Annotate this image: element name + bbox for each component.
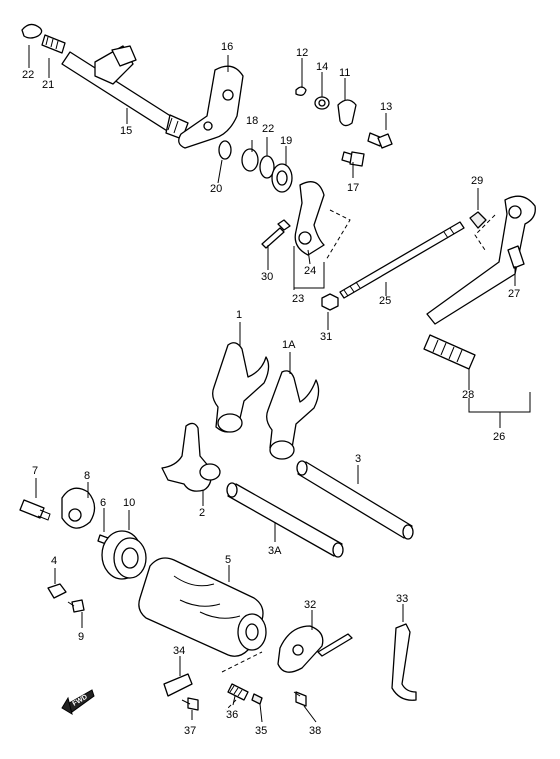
label-3a: 3A xyxy=(268,545,282,557)
label-21: 21 xyxy=(42,79,54,91)
label-27: 27 xyxy=(508,288,520,300)
label-37: 37 xyxy=(184,725,196,737)
clip-34 xyxy=(163,673,193,697)
label-14: 14 xyxy=(316,61,328,73)
label-8: 8 xyxy=(84,470,90,482)
label-19: 19 xyxy=(280,135,292,147)
label-31: 31 xyxy=(320,331,332,343)
label-29: 29 xyxy=(471,175,483,187)
bolt-30-nut-31 xyxy=(261,219,339,311)
label-22a: 22 xyxy=(22,69,34,81)
bearing-10 xyxy=(101,530,147,580)
leader-lines xyxy=(28,45,531,723)
label-11: 11 xyxy=(339,67,350,79)
gearshift-rod xyxy=(339,221,465,299)
gearshift-cam-stopper xyxy=(19,487,109,545)
label-32: 32 xyxy=(304,599,316,611)
label-22b: 22 xyxy=(262,123,274,135)
label-9: 9 xyxy=(78,631,84,643)
label-38: 38 xyxy=(309,725,321,737)
label-4: 4 xyxy=(51,555,57,567)
shift-arm xyxy=(178,65,244,149)
cam-stopper-32 xyxy=(277,625,353,673)
spring-36-pin-35 xyxy=(221,651,263,711)
label-33: 33 xyxy=(396,593,408,605)
label-6: 6 xyxy=(100,497,106,509)
label-35: 35 xyxy=(255,725,267,737)
label-26: 26 xyxy=(493,431,505,443)
small-parts-upper xyxy=(295,86,393,167)
label-13: 13 xyxy=(380,101,392,113)
gearshift-lever xyxy=(423,195,536,370)
label-25: 25 xyxy=(379,295,391,307)
washers-springs xyxy=(218,140,293,193)
label-3: 3 xyxy=(355,453,361,465)
label-7: 7 xyxy=(32,465,38,477)
callout-labels: 1 1A 2 3 3A 4 5 6 7 8 9 10 11 12 13 14 1… xyxy=(22,41,520,737)
fwd-arrow-icon: FWD xyxy=(61,689,95,716)
label-16: 16 xyxy=(221,41,233,53)
screws-37-38 xyxy=(181,691,307,711)
label-28: 28 xyxy=(462,389,474,401)
label-1a: 1A xyxy=(282,339,296,351)
label-30: 30 xyxy=(261,271,273,283)
label-1: 1 xyxy=(236,309,242,321)
label-23: 23 xyxy=(292,293,304,305)
label-10: 10 xyxy=(123,497,135,509)
shift-fork-2 xyxy=(161,422,221,492)
label-18: 18 xyxy=(246,115,258,127)
label-5: 5 xyxy=(225,554,231,566)
shift-fork-1a xyxy=(266,370,320,460)
bracket-33 xyxy=(391,623,417,701)
gearshift-shaft xyxy=(21,23,189,140)
label-17: 17 xyxy=(347,182,359,194)
stopper-lever xyxy=(294,181,351,261)
label-36: 36 xyxy=(226,709,238,721)
label-15: 15 xyxy=(120,125,132,137)
shift-fork-1 xyxy=(212,342,270,433)
plate-4-screw-9 xyxy=(47,583,85,613)
label-12: 12 xyxy=(296,47,308,59)
label-24: 24 xyxy=(304,265,316,277)
label-2: 2 xyxy=(199,507,205,519)
gearshift-cam-drum xyxy=(138,557,267,657)
label-20: 20 xyxy=(210,183,222,195)
fork-shaft-3a xyxy=(226,482,344,558)
fork-shaft-3 xyxy=(296,460,414,540)
label-34: 34 xyxy=(173,645,185,657)
